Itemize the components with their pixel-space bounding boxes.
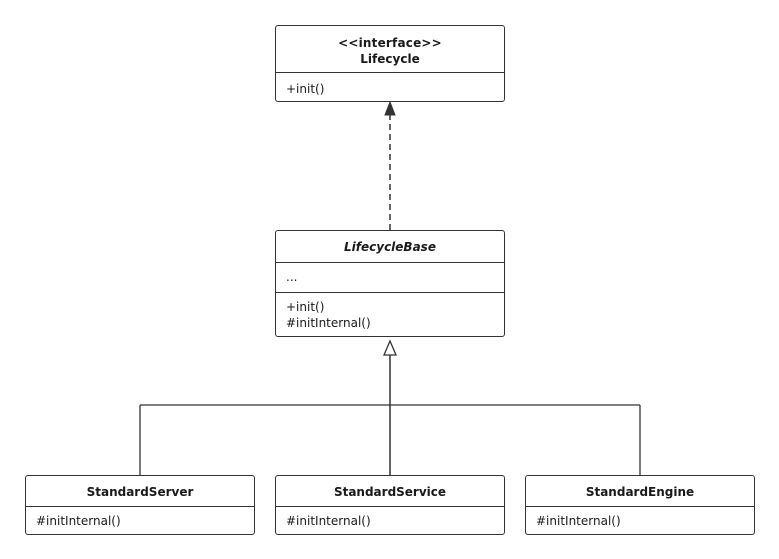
standardservice-header: StandardService: [276, 484, 504, 500]
lifecycle-separator: [276, 72, 504, 73]
standardserver-class-box[interactable]: StandardServer #initInternal(): [25, 475, 255, 535]
lifecyclebase-attributes: ...: [286, 270, 298, 284]
standardservice-class-name: StandardService: [333, 485, 447, 499]
lifecyclebase-class-name: LifecycleBase: [344, 240, 436, 254]
standardserver-header: StandardServer: [26, 484, 254, 500]
lifecycle-interface-box[interactable]: <<interface>> Lifecycle +init(): [275, 25, 505, 102]
standardengine-class-box[interactable]: StandardEngine #initInternal(): [525, 475, 755, 535]
standardservice-method-initinternal: #initInternal(): [286, 514, 371, 528]
generalization-arrowhead: [383, 339, 397, 356]
standardservice-class-box[interactable]: StandardService #initInternal(): [275, 475, 505, 535]
lifecycle-method-init: +init(): [286, 82, 325, 96]
standardengine-separator: [526, 506, 754, 507]
standardengine-class-name: StandardEngine: [585, 485, 695, 499]
standardserver-separator: [26, 506, 254, 507]
standardserver-class-name: StandardServer: [86, 485, 194, 499]
interface-stereotype: <<interface>>: [338, 36, 442, 50]
lifecyclebase-method-initinternal: #initInternal(): [286, 316, 371, 330]
lifecyclebase-method-init: +init(): [286, 300, 325, 314]
lifecyclebase-separator-1: [276, 262, 504, 263]
realization-arrowhead: [384, 100, 396, 116]
standardservice-separator: [276, 506, 504, 507]
lifecyclebase-header: LifecycleBase: [276, 239, 504, 255]
lifecycle-class-name: Lifecycle: [360, 52, 420, 66]
standardserver-method-initinternal: #initInternal(): [36, 514, 121, 528]
lifecyclebase-separator-2: [276, 292, 504, 293]
lifecycle-header: <<interface>> Lifecycle: [276, 35, 504, 67]
lifecyclebase-class-box[interactable]: LifecycleBase ... +init() #initInternal(…: [275, 230, 505, 337]
standardengine-header: StandardEngine: [526, 484, 754, 500]
standardengine-method-initinternal: #initInternal(): [536, 514, 621, 528]
